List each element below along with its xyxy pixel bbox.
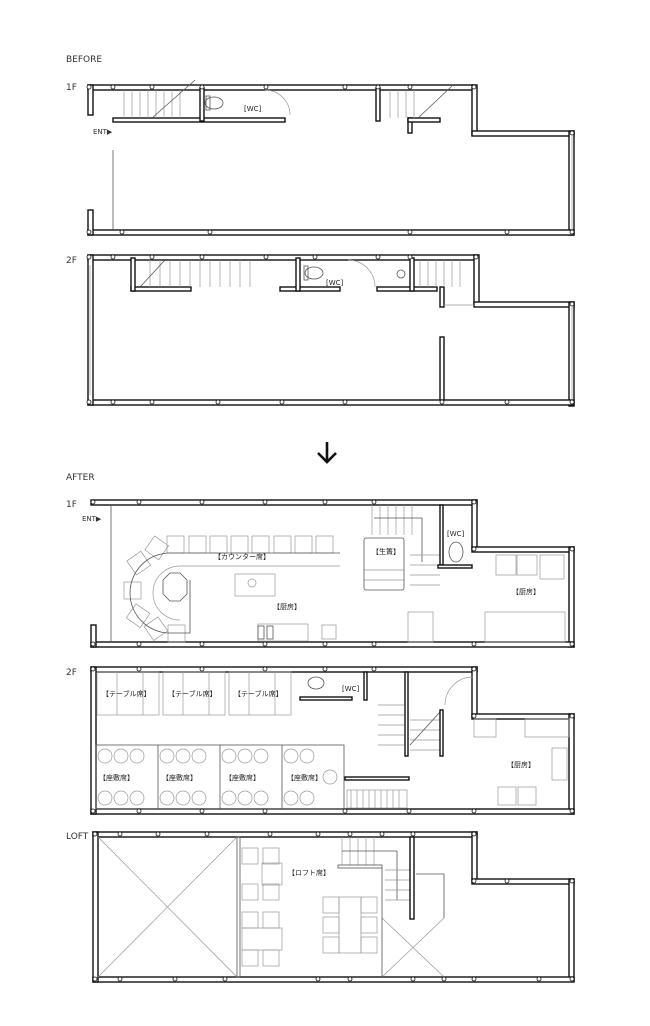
counter-outline bbox=[129, 552, 340, 634]
table-seating bbox=[96, 671, 292, 716]
room-label-table-2: 【テーブル席】 bbox=[168, 690, 217, 698]
door-swing-icon bbox=[444, 676, 474, 706]
entrance-marker-before: ENT▶ bbox=[93, 128, 113, 136]
room-label-after-1f-wc: [WC] bbox=[447, 530, 465, 538]
toilet-icon bbox=[307, 676, 325, 690]
urinal-icon bbox=[396, 269, 406, 279]
floor-label-before-1f: 1F bbox=[66, 83, 77, 93]
railing bbox=[346, 789, 408, 809]
room-label-kitchen-left: 【厨房】 bbox=[273, 603, 301, 611]
room-label-table-1: 【テーブル席】 bbox=[102, 690, 151, 698]
octagon-table bbox=[162, 572, 188, 602]
after-2f-stairs bbox=[378, 671, 444, 757]
loft-stairs bbox=[337, 836, 445, 978]
room-label-kitchen-right: 【厨房】 bbox=[512, 588, 540, 596]
room-label-table-3: 【テーブル席】 bbox=[234, 690, 283, 698]
after-heading: AFTER bbox=[66, 473, 95, 483]
sink-icon bbox=[497, 786, 517, 806]
room-label-counter-seats: 【カウンター席】 bbox=[214, 553, 270, 561]
toilet-icon bbox=[204, 95, 224, 111]
room-label-zashiki-3: 【座敷席】 bbox=[225, 774, 260, 782]
toilet-icon bbox=[448, 541, 464, 563]
room-label-zashiki-2: 【座敷席】 bbox=[162, 774, 197, 782]
after-1f-stairs bbox=[371, 505, 440, 586]
room-label-loft-seats: 【ロフト席】 bbox=[288, 869, 330, 877]
door-swing-icon bbox=[347, 259, 376, 288]
void-area bbox=[97, 836, 238, 978]
down-arrow-icon bbox=[314, 440, 340, 470]
before-1f-stairs bbox=[123, 79, 453, 119]
floor-label-after-1f: 1F bbox=[66, 500, 77, 510]
floor-label-before-2f: 2F bbox=[66, 256, 77, 266]
floor-label-after-loft: LOFT bbox=[66, 832, 89, 842]
toilet-icon bbox=[303, 265, 324, 281]
entrance-marker-after: ENT▶ bbox=[82, 515, 102, 523]
room-label-zashiki-4: 【座敷席】 bbox=[287, 774, 322, 782]
room-label-before-2f-wc: [WC] bbox=[326, 279, 344, 287]
fish-tank bbox=[363, 537, 405, 591]
sink-icon bbox=[495, 554, 517, 576]
before-heading: BEFORE bbox=[66, 55, 103, 65]
room-label-zashiki-1: 【座敷席】 bbox=[99, 774, 134, 782]
room-label-after-2f-wc: [WC] bbox=[342, 685, 360, 693]
loft-chairs bbox=[241, 847, 378, 967]
room-label-kitchen-2f: 【厨房】 bbox=[507, 761, 535, 769]
room-label-fish-tank: 【生簀】 bbox=[372, 548, 400, 556]
sink-icon bbox=[234, 573, 276, 597]
zashiki-cushions bbox=[97, 748, 338, 806]
before-2f-stairs bbox=[139, 259, 474, 306]
door-swing-icon bbox=[264, 89, 291, 116]
floor-label-after-2f: 2F bbox=[66, 668, 77, 678]
room-label-before-1f-wc: [WC] bbox=[244, 105, 262, 113]
